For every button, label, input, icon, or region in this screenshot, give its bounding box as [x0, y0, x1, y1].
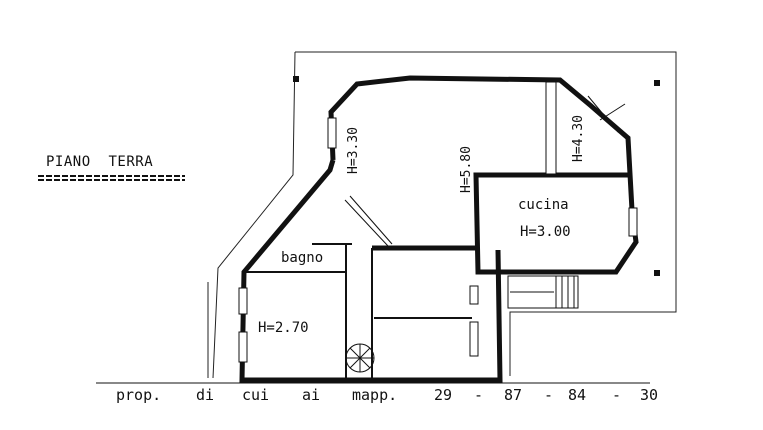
footer-di: di: [196, 386, 214, 404]
footer-dash-1: -: [474, 386, 483, 404]
footer-dash-2: -: [544, 386, 553, 404]
kitchen-height: H=3.00: [520, 224, 571, 240]
spiral-stair: [345, 343, 375, 373]
footer-prop: prop.: [116, 386, 161, 404]
left-room-height: H=2.70: [258, 320, 309, 336]
footer-number-3: 84: [568, 386, 586, 404]
height-580: H=5.80: [459, 146, 474, 193]
footer-ai: ai: [302, 386, 320, 404]
footer-dash-3: -: [612, 386, 621, 404]
kitchen-label: cucina: [518, 197, 569, 213]
floor-title: PIANO TERRA: [46, 154, 154, 170]
footer-number-2: 87: [504, 386, 522, 404]
boundary-markers: [293, 76, 660, 276]
bathroom-label: bagno: [281, 250, 323, 266]
footer-cui: cui: [242, 386, 269, 404]
footer-number-1: 29: [434, 386, 452, 404]
height-330: H=3.30: [346, 127, 361, 174]
interior-walls: [246, 243, 472, 378]
door-lines: [344, 95, 626, 247]
property-boundary: [207, 51, 677, 379]
exterior-walls: [239, 75, 639, 383]
windows: [238, 81, 638, 363]
stairs: [507, 275, 579, 309]
footer-mapp: mapp.: [352, 386, 397, 404]
height-430: H=4.30: [571, 115, 586, 162]
footer-number-4: 30: [640, 386, 658, 404]
footer-parcel-text: prop. di cui ai mapp. 29 - 87 - 84 - 30: [116, 386, 658, 404]
floor-title-underline: [38, 175, 185, 184]
